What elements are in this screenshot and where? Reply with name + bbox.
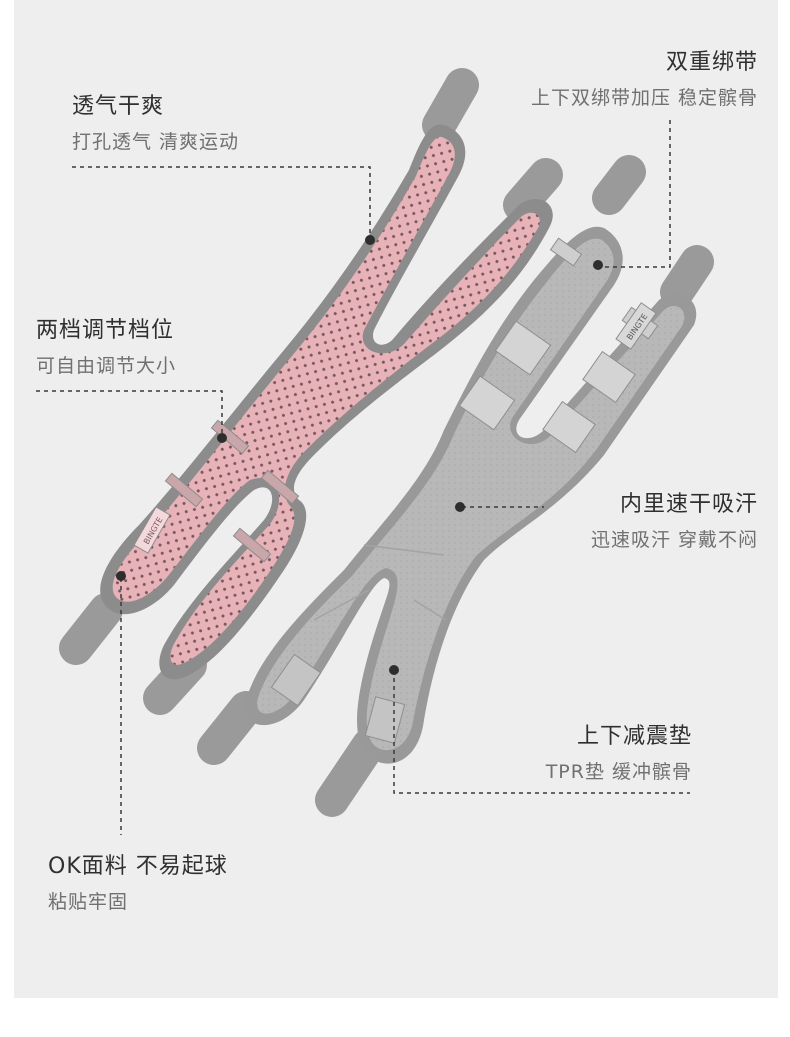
callout-pad: 上下减震垫 TPR垫 缓冲髌骨 [546,722,692,786]
leader-quick-dry [455,502,544,512]
pink-strap-ends [59,68,563,715]
gray-knee-strap: BINGTE [245,226,697,764]
callout-double-strap: 双重绑带 上下双绑带加压 稳定髌骨 [531,48,758,112]
leader-ok-fabric [116,571,126,835]
product-showcase: BINGTE BINGTE [14,0,778,998]
callout-title: OK面料 不易起球 [48,854,228,879]
callout-breathable: 透气干爽 打孔透气 清爽运动 [72,92,239,156]
callout-title: 双重绑带 [665,50,758,75]
leader-double-strap [593,120,671,270]
callout-title: 透气干爽 [72,94,165,119]
pink-knee-strap: BINGTE [100,124,553,680]
callout-title: 两档调节档位 [36,318,175,343]
callout-subtitle: 打孔透气 清爽运动 [72,131,240,153]
knee-strap-illustration: BINGTE BINGTE [36,68,714,835]
callout-ok-fabric: OK面料 不易起球 粘贴牢固 [48,852,228,916]
callout-title: 内里速干吸汗 [619,492,758,517]
callout-subtitle: 粘贴牢固 [48,891,129,913]
callout-subtitle: TPR垫 缓冲髌骨 [545,761,692,783]
callout-two-level: 两档调节档位 可自由调节大小 [36,316,176,380]
callout-subtitle: 上下双绑带加压 稳定髌骨 [530,87,758,109]
callout-title: 上下减震垫 [576,724,692,749]
callout-subtitle: 可自由调节大小 [36,355,177,377]
leader-two-level [36,390,227,443]
callout-subtitle: 迅速吸汗 穿戴不闷 [590,529,758,551]
callout-quick-dry: 内里速干吸汗 迅速吸汗 穿戴不闷 [591,490,758,554]
leader-pad [389,665,690,794]
leader-breathable [72,166,375,245]
gray-strap-ends [197,155,714,817]
